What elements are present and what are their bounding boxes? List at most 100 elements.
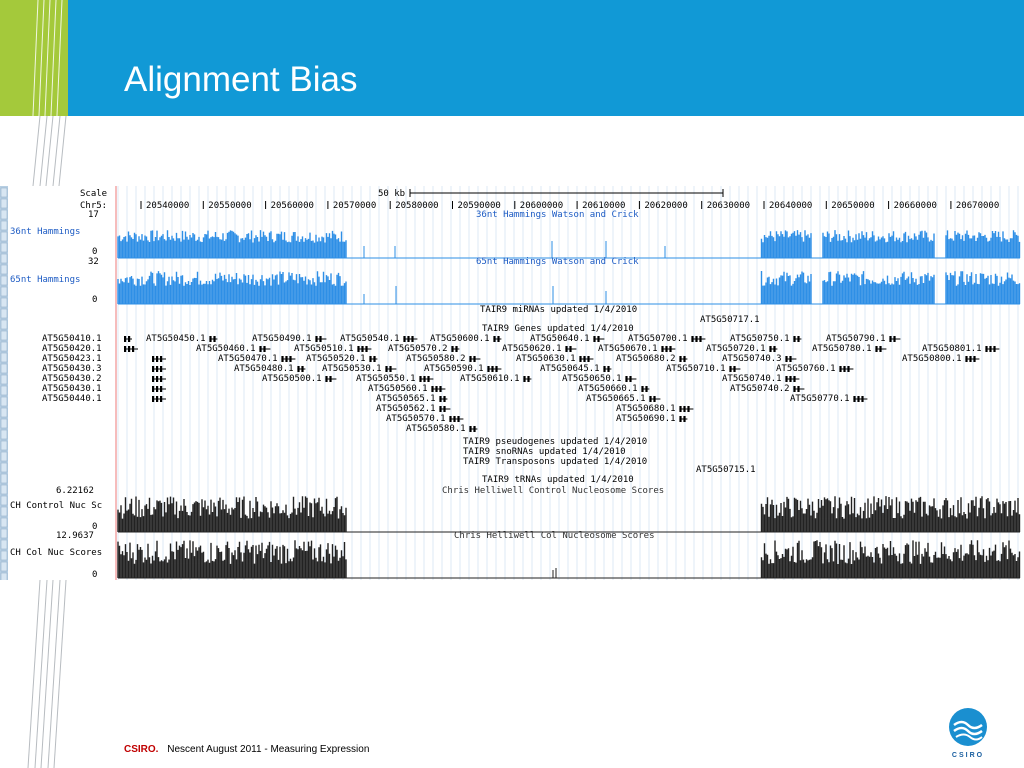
gene-label[interactable]: AT5G50690.1 [616,414,676,424]
gene-label[interactable]: AT5G50680.2 [616,354,676,364]
gene-label[interactable]: AT5G50520.1 [306,354,366,364]
snorna-title: TAIR9 snoRNAs updated 1/4/2010 [463,447,626,457]
browser-grid [0,186,1021,580]
scale-label: Scale [80,189,108,199]
ruler-position-label: 20670000 [955,201,1000,211]
gene-label[interactable]: AT5G50580.2 [406,354,466,364]
mirna-title: TAIR9 miRNAs updated 1/4/2010 [480,305,638,315]
gene-label[interactable]: AT5G50570.2 [388,344,448,354]
gene-label[interactable]: AT5G50600.1 [430,334,490,344]
gene-label[interactable]: AT5G50750.1 [730,334,790,344]
gene-label[interactable]: AT5G50770.1 [790,394,850,404]
ruler-position-label: 20560000 [270,201,314,211]
gene-label[interactable]: AT5G50610.1 [460,374,520,384]
trna-title: TAIR9 tRNAs updated 1/4/2010 [482,475,634,485]
track-36-max: 17 [88,210,99,220]
gene-label[interactable]: AT5G50670.1 [598,344,658,354]
csiro-logo-text: CSIRO [951,752,985,759]
gene-label[interactable]: AT5G50760.1 [776,364,836,374]
gene-label[interactable]: AT5G50740.3 [722,354,782,364]
gene-left-label[interactable]: AT5G50430.3 [42,364,102,374]
chcol-max: 12.9637 [56,531,94,541]
gene-label[interactable]: AT5G50640.1 [530,334,590,344]
track-36-title: 36nt Hammings Watson and Crick [476,210,639,220]
gene-label[interactable]: AT5G50800.1 [902,354,962,364]
gene-label[interactable]: AT5G50780.1 [812,344,872,354]
gene-label[interactable]: AT5G50665.1 [586,394,646,404]
track-65-name[interactable]: 65nt Hammings [10,275,81,285]
ruler-position-label: 20600000 [519,201,564,211]
gene-left-label[interactable]: AT5G50410.1 [42,334,102,344]
gene-label[interactable]: AT5G50645.1 [540,364,600,374]
gene-label[interactable]: AT5G50720.1 [706,344,766,354]
ruler-position-label: 20590000 [457,201,501,211]
footer-text: Nescent August 2011 - Measuring Expressi… [167,744,370,755]
ruler-position-label: 20630000 [706,201,751,211]
slide-header [0,0,1024,116]
chrom-label: Chr5: [80,201,108,211]
gene-label[interactable]: AT5G50790.1 [826,334,886,344]
slide-footer: CSIRO. Nescent August 2011 - Measuring E… [124,744,369,755]
chctrl-name[interactable]: CH Control Nuc Sc [10,501,103,511]
chctrl-title: Chris Helliwell Control Nucleosome Score… [442,486,665,496]
csiro-logo-icon [949,708,987,746]
gene-label[interactable]: AT5G50480.1 [234,364,294,374]
gene-label[interactable]: AT5G50570.1 [386,414,446,424]
ruler-position-label: 20620000 [644,201,688,211]
gene-label[interactable]: AT5G50620.1 [502,344,562,354]
genes-title: TAIR9 Genes updated 1/4/2010 [482,324,634,334]
track-65-max: 32 [88,257,99,267]
track-36-min: 0 [92,247,98,257]
csiro-logo: CSIRO [946,707,990,759]
gene-label[interactable]: AT5G50470.1 [218,354,278,364]
chcol-title: Chris Helliwell Col Nucleosome Scores [454,531,655,541]
chcol-min: 0 [92,570,98,580]
track-36-name[interactable]: 36nt Hammings [10,227,81,237]
gene-label[interactable]: AT5G50630.1 [516,354,576,364]
ruler-position-label: 20660000 [893,201,937,211]
gene-label[interactable]: AT5G50562.1 [376,404,436,414]
gene-label[interactable]: AT5G50590.1 [424,364,484,374]
gene-label[interactable]: AT5G50550.1 [356,374,416,384]
scale-value: 50 kb [378,189,406,199]
gene-left-label[interactable]: AT5G50423.1 [42,354,102,364]
pseudogenes-title: TAIR9 pseudogenes updated 1/4/2010 [463,437,648,447]
gene-label[interactable]: AT5G50700.1 [628,334,688,344]
gene-label[interactable]: AT5G50650.1 [562,374,622,384]
decorative-stripes [27,0,67,768]
gene-label[interactable]: AT5G50500.1 [262,374,322,384]
gene-label[interactable]: AT5G50460.1 [196,344,256,354]
gene-label[interactable]: AT5G50510.1 [294,344,354,354]
gene-left-label[interactable]: AT5G50420.1 [42,344,102,354]
ruler-position-label: 20550000 [208,201,252,211]
gene-label[interactable]: AT5G50710.1 [666,364,726,374]
ruler-position-label: 20650000 [831,201,875,211]
transposon-gene[interactable]: AT5G50715.1 [696,465,756,475]
gene-label[interactable]: AT5G50580.1 [406,424,466,434]
ruler-position-label: 20610000 [582,201,626,211]
mirna-gene[interactable]: AT5G50717.1 [700,315,760,325]
gene-left-label[interactable]: AT5G50430.1 [42,384,102,394]
gene-label[interactable]: AT5G50801.1 [922,344,982,354]
gene-label[interactable]: AT5G50680.1 [616,404,676,414]
gene-label[interactable]: AT5G50740.1 [722,374,782,384]
gene-left-label[interactable]: AT5G50440.1 [42,394,102,404]
ruler-position-label: 20580000 [395,201,439,211]
slide-title: Alignment Bias [124,60,358,99]
chctrl-max: 6.22162 [56,486,94,496]
gene-label[interactable]: AT5G50530.1 [322,364,382,374]
ruler-position-label: 20640000 [769,201,813,211]
chctrl-min: 0 [92,522,98,532]
gene-label[interactable]: AT5G50540.1 [340,334,400,344]
transposons-title: TAIR9 Transposons updated 1/4/2010 [463,457,648,467]
chcol-name[interactable]: CH Col Nuc Scores [10,548,103,558]
gene-label[interactable]: AT5G50565.1 [376,394,436,404]
gene-label[interactable]: AT5G50740.2 [730,384,790,394]
gene-label[interactable]: AT5G50450.1 [146,334,206,344]
gene-left-label[interactable]: AT5G50430.2 [42,374,102,384]
ruler-position-label: 20570000 [332,201,377,211]
gene-label[interactable]: AT5G50560.1 [368,384,428,394]
gene-label[interactable]: AT5G50490.1 [252,334,312,344]
gene-label[interactable]: AT5G50660.1 [578,384,638,394]
